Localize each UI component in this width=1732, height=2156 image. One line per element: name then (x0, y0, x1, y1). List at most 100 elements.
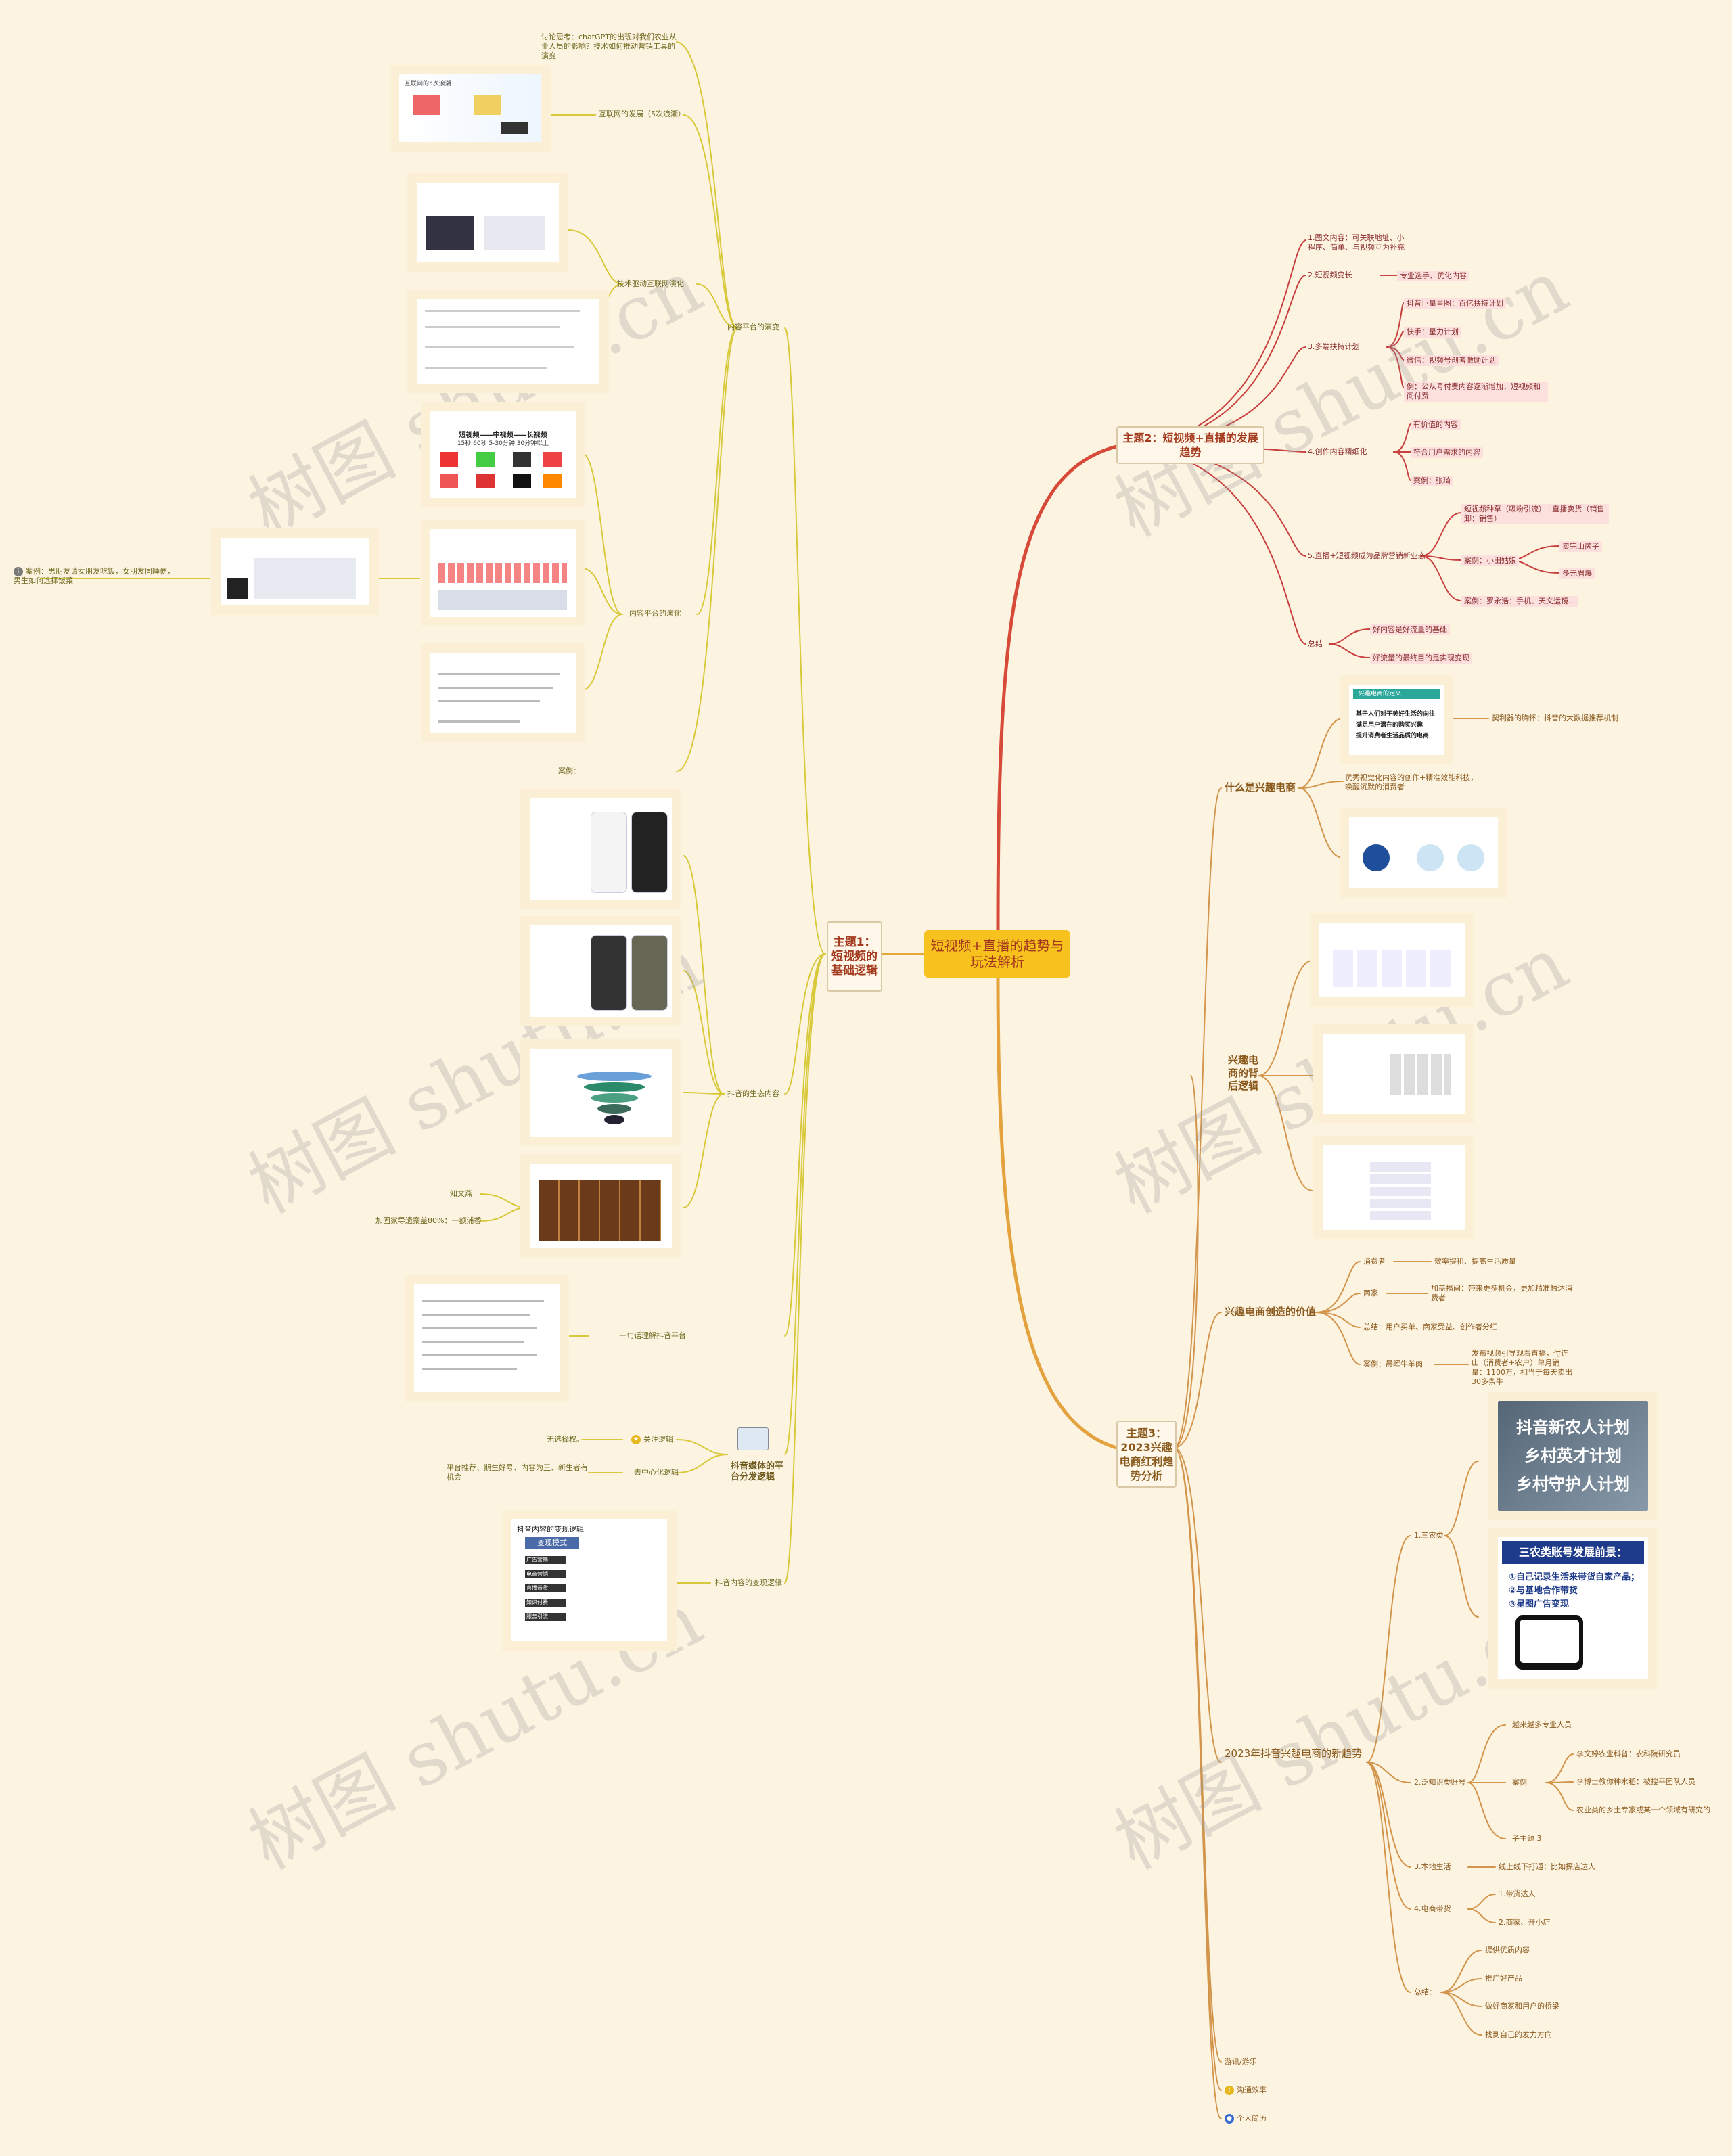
person-icon: ● (1225, 2114, 1234, 2124)
v1-node[interactable]: 消费者 (1363, 1257, 1386, 1266)
media-illustration (737, 1427, 769, 1450)
star-icon: ★ (631, 1435, 641, 1444)
r5a-node[interactable]: 短视频种草（吸粉引流）+直播卖货（销售卸：销售） (1461, 504, 1609, 524)
interest-line: 基于人们对于美好生活的向往 (1356, 711, 1436, 718)
t4-node[interactable]: 4.电商带货 (1414, 1904, 1451, 1913)
r2a-node[interactable]: 专业选手、优化内容 (1397, 271, 1469, 281)
v3-node[interactable]: 总结：用户买单、商家受益、创作者分红 (1363, 1323, 1497, 1331)
r4c-node[interactable]: 案例：张琦 (1411, 476, 1453, 486)
monetize-row: 广告营销 (525, 1556, 566, 1564)
t2c-node[interactable]: 子主题 3 (1512, 1834, 1542, 1843)
b2-node[interactable]: !沟通效率 (1225, 2086, 1267, 2095)
r3d-node[interactable]: 例：公从号付费内容逐渐增加，短视频和问付费 (1404, 382, 1548, 402)
t1-node[interactable]: 1.三农类 (1414, 1531, 1444, 1540)
what-b-node[interactable]: 优秀视觉化内容的创作+精准效能科技，唤醒沉默的消费者 (1345, 773, 1478, 792)
r5b-node[interactable]: 案例：小田姑娘 (1461, 555, 1519, 566)
t2a-node[interactable]: 越来越多专业人员 (1512, 1720, 1572, 1729)
image-side-case (221, 538, 369, 605)
r4-node[interactable]: 4.创作内容精细化 (1308, 447, 1367, 456)
r3b-node[interactable]: 快手：星力计划 (1404, 327, 1461, 338)
r3a-node[interactable]: 抖音巨量星图：百亿扶持计划 (1404, 298, 1506, 309)
t3a-node[interactable]: 线上线下打通：比如探店达人 (1499, 1862, 1595, 1871)
r6b-node[interactable]: 好流量的最终目的是实现变现 (1370, 653, 1472, 664)
v2a-node[interactable]: 加盖播间：带来更多机会，更加精准触达消费者 (1431, 1284, 1572, 1302)
r6a-node[interactable]: 好内容是好流量的基础 (1370, 624, 1450, 635)
tech-drive-node[interactable]: 技术驱动互联网演化 (617, 279, 684, 288)
logic-node[interactable]: 兴趣电商的背后逻辑 (1228, 1054, 1259, 1092)
platform-recommend-node[interactable]: 平台推荐、期生好号、内容为王、新生者有机会 (447, 1463, 588, 1482)
content-change-node[interactable]: 内容平台的演化 (629, 609, 681, 618)
image-sannong: 三农类账号发展前景： ①自己记录生活来带货自家产品； ②与基地合作带货 ③星图广… (1498, 1537, 1648, 1679)
image-one-sentence (414, 1284, 560, 1392)
national-level-node[interactable]: 加固家导遗案盖80%：一额浦香 (375, 1216, 482, 1225)
t4a-node[interactable]: 1.带货达人 (1499, 1889, 1536, 1898)
r6-node[interactable]: 总结 (1308, 639, 1323, 648)
t5-node[interactable]: 总结： (1414, 1988, 1436, 1996)
content-evolution-node[interactable]: 内容平台的演变 (727, 323, 779, 331)
t4b-node[interactable]: 2.商家、开小店 (1499, 1918, 1551, 1927)
image-interest-def: 兴趣电商的定义 基于人们对于美好生活的向往 满足用户潜在的购买兴趣 提升消费者生… (1349, 685, 1444, 755)
v1a-node[interactable]: 效率提租、提高生活质量 (1434, 1257, 1516, 1266)
t2-node[interactable]: 2.泛知识类账号 (1414, 1778, 1466, 1787)
sannong-items: ①自己记录生活来带货自家产品； ②与基地合作带货 ③星图广告变现 (1509, 1571, 1639, 1611)
r5b1-node[interactable]: 卖完山茵子 (1559, 541, 1602, 552)
image-douyin-funnel (530, 1049, 672, 1137)
t5c-node[interactable]: 做好商家和用户的桥梁 (1485, 2002, 1559, 2011)
r1-node[interactable]: 1.图文内容：可关联地址、小程序、简单、与视频互为补充 (1308, 233, 1405, 252)
r4b-node[interactable]: 符合用户需求的内容 (1411, 447, 1483, 458)
r5b2-node[interactable]: 多元眉爆 (1559, 568, 1595, 579)
image-video-length: 短视频——中视频——长视频 15秒 60秒 5-30分钟 30分钟以上 (430, 411, 576, 498)
theme2-node[interactable]: 主题2：短视频+直播的发展趋势 (1116, 426, 1264, 464)
what-node[interactable]: 什么是兴趣电商 (1225, 781, 1296, 794)
interest-def-title: 兴趣电商的定义 (1353, 689, 1440, 699)
r5-node[interactable]: 5.直播+短视频成为品牌营销新业态 (1308, 551, 1426, 560)
r4a-node[interactable]: 有价值的内容 (1411, 419, 1461, 430)
value-node[interactable]: 兴趣电商创造的价值 (1225, 1306, 1317, 1318)
t2b-node[interactable]: 案例 (1512, 1778, 1527, 1787)
zhiwen-node[interactable]: 知文燕 (450, 1189, 472, 1198)
image-douyin-1 (530, 798, 672, 900)
image-douyin-food (530, 1164, 672, 1248)
t2b3-node[interactable]: 农业类的乡土专家或某一个领域有研究的 (1576, 1806, 1710, 1814)
r5c-node[interactable]: 案例：罗永浩：手机、天文运镜... (1461, 596, 1578, 607)
b1-node[interactable]: 游讯/游乐 (1225, 2057, 1257, 2066)
t5b-node[interactable]: 推广好产品 (1485, 1974, 1522, 1983)
r3c-node[interactable]: 微信：视频号创者激励计划 (1404, 355, 1499, 366)
theme3-node[interactable]: 主题3：2023兴趣电商红利趋势分析 (1116, 1421, 1177, 1488)
monetize-row: 知识付费 (525, 1599, 566, 1607)
monetize-node[interactable]: 抖音内容的变现逻辑 (715, 1578, 782, 1587)
image-monetize: 抖音内容的变现逻辑 变现模式 广告营销 电商营销 直播带货 知识付费 服务引流 (511, 1519, 667, 1641)
t5d-node[interactable]: 找到自己的发力方向 (1485, 2030, 1552, 2039)
v4-node[interactable]: 案例：晨晖牛羊肉 (1363, 1360, 1423, 1369)
farm-line: 乡村守护人计划 (1516, 1475, 1630, 1494)
t5a-node[interactable]: 提供优质内容 (1485, 1946, 1530, 1954)
chatgpt-node[interactable]: 讨论思考：chatGPT的出现对我们农业从业人员的影响？技术如何推动营销工具的演… (541, 32, 677, 60)
monetize-title: 抖音内容的变现逻辑 (517, 1525, 584, 1534)
internet-dev-node[interactable]: 互联网的发展（5次浪潮） (599, 110, 685, 118)
sannong-title: 三农类账号发展前景： (1502, 1541, 1644, 1564)
decentral-node[interactable]: 去中心化逻辑 (634, 1468, 679, 1477)
follow-logic-node[interactable]: ★关注逻辑 (631, 1435, 673, 1444)
v2-node[interactable]: 商家 (1363, 1289, 1378, 1298)
b3-node[interactable]: ●个人简历 (1225, 2114, 1267, 2124)
case-node[interactable]: 案例： (558, 766, 580, 775)
interest-line: 满足用户潜在的购买兴趣 (1356, 722, 1423, 729)
t3-node[interactable]: 3.本地生活 (1414, 1862, 1451, 1871)
sannong-item: ①自己记录生活来带货自家产品； (1509, 1572, 1640, 1582)
trend-node[interactable]: 2023年抖音兴趣电商的新趋势 (1225, 1747, 1363, 1760)
media-logic-node[interactable]: 抖音媒体的平台分发逻辑 (731, 1461, 784, 1482)
t2b1-node[interactable]: 李文婷农业科普：农科院研究员 (1576, 1749, 1681, 1758)
central-topic[interactable]: 短视频+直播的趋势与玩法解析 (924, 930, 1070, 978)
r2-node[interactable]: 2.短视频变长 (1308, 271, 1352, 279)
one-sentence-node[interactable]: 一句话理解抖音平台 (619, 1331, 686, 1340)
image-farm-plans: 抖音新农人计划 乡村英才计划 乡村守护人计划 (1498, 1401, 1648, 1511)
what-a-node[interactable]: 契利器的胸怀：抖音的大数据推荐机制 (1492, 714, 1618, 723)
no-select-node[interactable]: 无选择权。 (547, 1435, 584, 1444)
theme1-node[interactable]: 主题1：短视频的基础逻辑 (827, 921, 882, 992)
t2b2-node[interactable]: 李博士教你种水稻：被搜平团队人员 (1576, 1777, 1695, 1786)
douyin-eco-node[interactable]: 抖音的生态内容 (727, 1089, 779, 1098)
v4a-node[interactable]: 发布视频引导观看直播，付连山（消费者+农户）单月销量：1100万，相当于每天卖出… (1472, 1349, 1572, 1386)
r3-node[interactable]: 3.多端扶持计划 (1308, 342, 1360, 351)
interest-def-lines: 基于人们对于美好生活的向往 满足用户潜在的购买兴趣 提升消费者生活品质的电商 (1356, 709, 1435, 741)
